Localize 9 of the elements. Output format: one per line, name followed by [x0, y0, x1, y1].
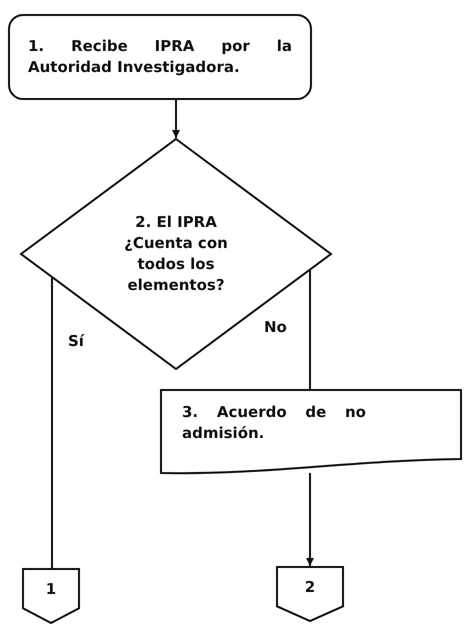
node-text: 2 [304, 576, 316, 598]
arrow [306, 473, 314, 566]
node-text: 1. Recibe IPRA por la Autoridad Investigadora. [27, 36, 293, 78]
connector-line [309, 270, 311, 389]
node-text: 1 [44, 578, 58, 600]
node-text: 3. Acuerdo de no admisión. [181, 402, 367, 444]
arrow [172, 100, 180, 138]
node-text: 2. El IPRA ¿Cuenta con todos los elementos? [123, 212, 229, 296]
connector-line [51, 278, 53, 568]
